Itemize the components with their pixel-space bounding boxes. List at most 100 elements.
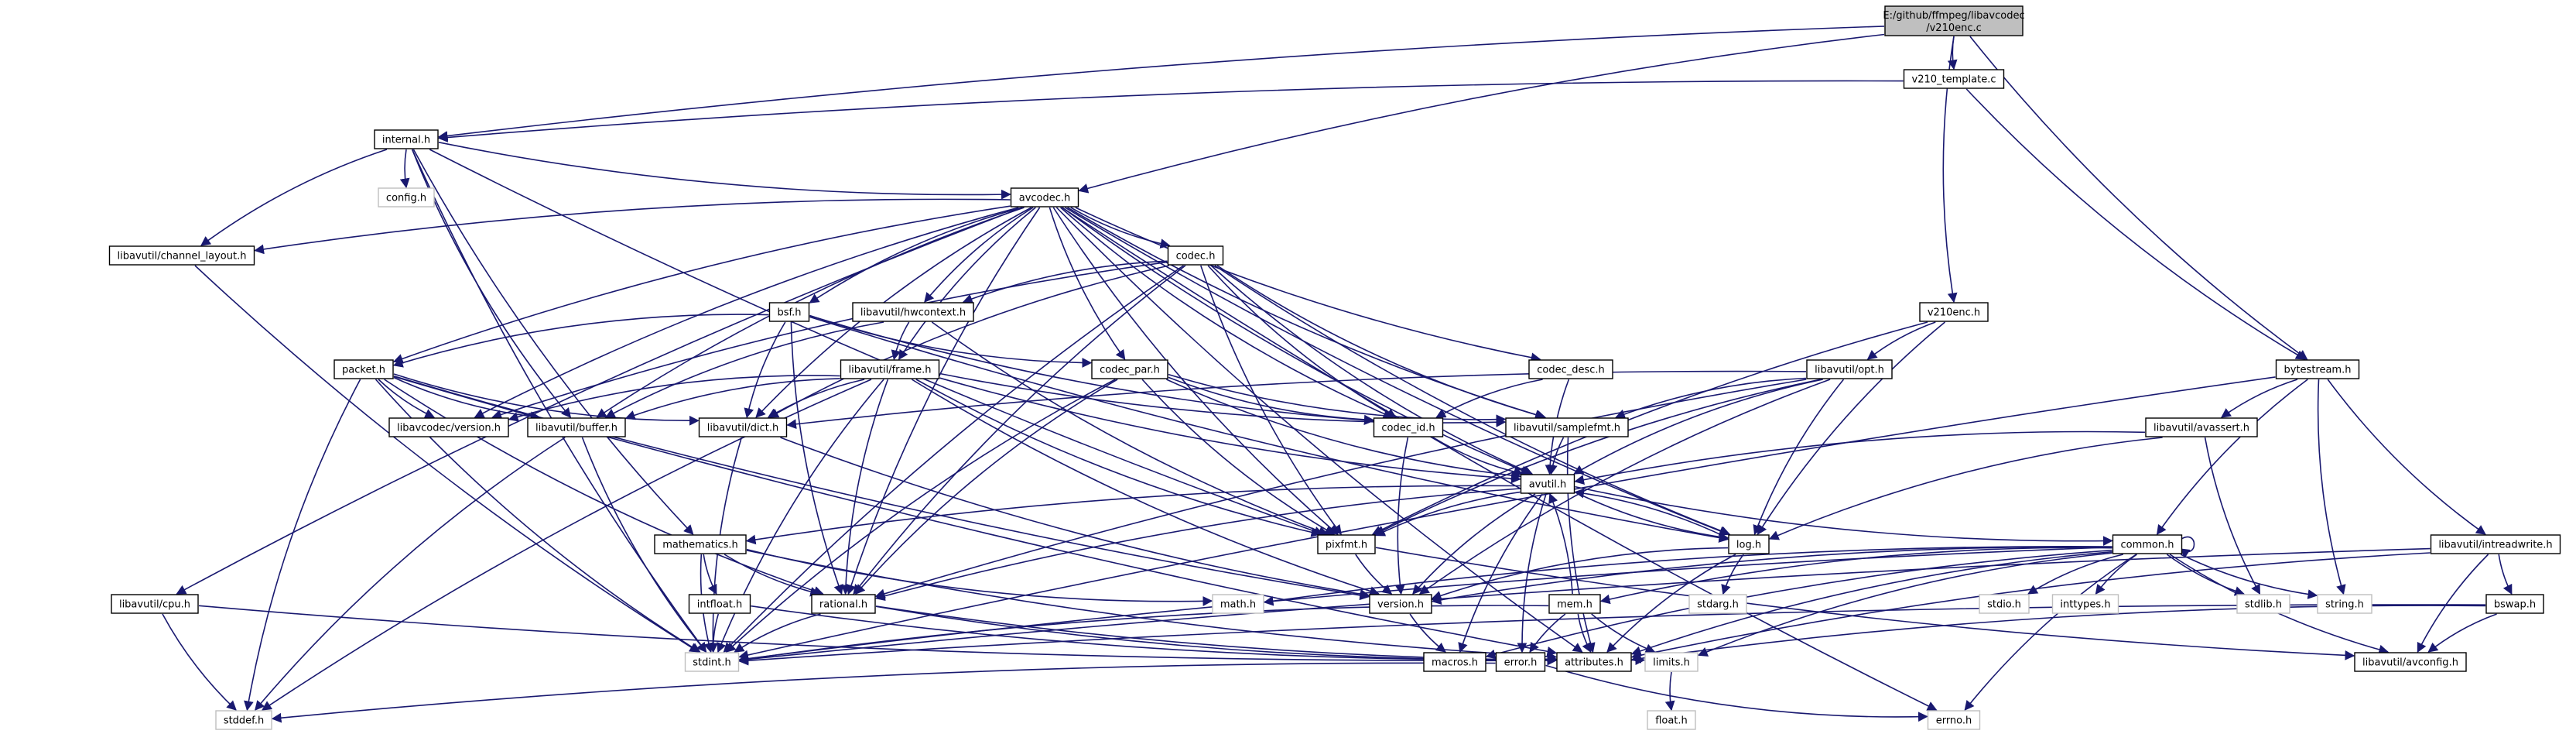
- edge-hwcontext-to-pixfmt: [931, 321, 1329, 536]
- node-stdint[interactable]: stdint.h: [684, 652, 740, 672]
- node-label: libavutil/intreadwrite.h: [2438, 540, 2552, 551]
- edge-frame-to-version: [911, 379, 1380, 596]
- edge-internal-to-config: [399, 149, 410, 189]
- node-label: v210_template.c: [1912, 74, 1996, 86]
- edge-internal-to-mathematics: [412, 149, 694, 535]
- node-stdarg[interactable]: stdarg.h: [1688, 594, 1747, 614]
- node-string[interactable]: string.h: [2317, 594, 2372, 614]
- node-packet[interactable]: packet.h: [334, 359, 394, 379]
- node-limits[interactable]: limits.h: [1644, 652, 1699, 672]
- node-internal[interactable]: internal.h: [374, 129, 439, 149]
- edge-avcodec-to-channel_layout: [254, 198, 1011, 255]
- node-version[interactable]: version.h: [1369, 594, 1432, 614]
- node-avcodec[interactable]: avcodec.h: [1010, 187, 1079, 208]
- node-macros[interactable]: macros.h: [1423, 652, 1486, 672]
- node-codec-desc[interactable]: codec_desc.h: [1528, 359, 1613, 379]
- node-stddef[interactable]: stddef.h: [215, 710, 272, 730]
- edge-intreadwrite-to-bswap: [2498, 554, 2513, 595]
- edge-avcodec-to-avutil: [1062, 207, 1531, 475]
- edge-bytestream-to-intreadwrite: [2327, 379, 2486, 535]
- edge-bsf-to-dict: [744, 321, 786, 419]
- node-avassert[interactable]: libavutil/avassert.h: [2145, 417, 2258, 437]
- node-avutil[interactable]: avutil.h: [1520, 474, 1575, 494]
- edge-avcodec-to-cpu: [176, 207, 1023, 595]
- edge-log-to-stdarg: [1721, 554, 1744, 595]
- edge-internal-to-channel_layout: [200, 149, 388, 246]
- edge-avutil-to-pixfmt: [1374, 491, 1521, 537]
- node-v210enc[interactable]: v210enc.h: [1919, 302, 1989, 322]
- node-mathematics[interactable]: mathematics.h: [654, 534, 747, 554]
- node-stdio[interactable]: stdio.h: [1979, 594, 2030, 614]
- node-lavc-version[interactable]: libavcodec/version.h: [388, 417, 509, 437]
- node-label: libavcodec/version.h: [397, 423, 501, 434]
- edge-bsf-to-codec_par: [809, 314, 1093, 368]
- node-codec-par[interactable]: codec_par.h: [1091, 359, 1168, 379]
- edge-packet-to-version: [393, 376, 1370, 601]
- edge-codec_id-to-version: [1394, 437, 1409, 595]
- node-hwcontext[interactable]: libavutil/hwcontext.h: [852, 302, 974, 322]
- node-label: math.h: [1220, 599, 1256, 611]
- node-codec[interactable]: codec.h: [1167, 245, 1224, 266]
- node-log[interactable]: log.h: [1728, 534, 1770, 554]
- node-label: inttypes.h: [2060, 599, 2110, 611]
- node-label: string.h: [2325, 599, 2364, 611]
- node-dict[interactable]: libavutil/dict.h: [698, 417, 788, 437]
- node-pixfmt[interactable]: pixfmt.h: [1317, 534, 1376, 554]
- edge-avassert-to-log: [1768, 437, 2163, 540]
- node-opt[interactable]: libavutil/opt.h: [1806, 359, 1893, 379]
- edge-packet-to-rational: [384, 379, 824, 596]
- edge-intfloat-to-stdint: [708, 613, 720, 653]
- node-label: bytestream.h: [2284, 365, 2352, 376]
- edge-avcodec-to-codec_par: [1049, 207, 1126, 361]
- node-cpu[interactable]: libavutil/cpu.h: [111, 594, 199, 614]
- node-attributes[interactable]: attributes.h: [1556, 652, 1632, 672]
- edge-common-to-string: [2180, 554, 2318, 599]
- node-channel-layout[interactable]: libavutil/channel_layout.h: [108, 245, 255, 266]
- node-label: libavutil/channel_layout.h: [118, 251, 247, 262]
- node-bswap[interactable]: bswap.h: [2485, 594, 2544, 614]
- edge-bytestream-to-stdint: [738, 376, 2276, 660]
- node-v210enc-c-root[interactable]: E:/github/ffmpeg/libavcodec /v210enc.c: [1883, 5, 2025, 36]
- node-buffer[interactable]: libavutil/buffer.h: [527, 417, 626, 437]
- node-math[interactable]: math.h: [1212, 594, 1264, 614]
- edge-bswap-to-stdint: [738, 604, 2486, 666]
- node-rational[interactable]: rational.h: [811, 594, 876, 614]
- node-mem[interactable]: mem.h: [1548, 594, 1601, 614]
- edge-root-to-bytestream: [1969, 36, 2308, 360]
- edge-codec-to-stdint: [723, 265, 1184, 653]
- node-errno[interactable]: errno.h: [1927, 710, 1981, 730]
- node-inttypes[interactable]: inttypes.h: [2051, 594, 2119, 614]
- edge-bswap-to-avconfig: [2427, 613, 2497, 653]
- node-intfloat[interactable]: intfloat.h: [688, 594, 751, 614]
- edge-internal-to-avcodec: [438, 142, 1011, 200]
- edge-opt-to-pixfmt: [1374, 379, 1821, 535]
- edge-codec_par-to-stdint: [725, 379, 1116, 653]
- edge-codec_id-to-avutil: [1432, 437, 1524, 477]
- node-label: codec_id.h: [1381, 423, 1435, 434]
- node-config[interactable]: config.h: [378, 187, 435, 208]
- edge-common-to-errno: [1964, 554, 2137, 711]
- edge-avcodec-to-packet: [392, 205, 1011, 364]
- edge-mathematics-to-rational: [724, 554, 821, 597]
- node-bsf[interactable]: bsf.h: [768, 302, 810, 322]
- edge-frame-to-avutil: [939, 377, 1521, 484]
- node-v210-template[interactable]: v210_template.c: [1903, 69, 2005, 89]
- node-avconfig[interactable]: libavutil/avconfig.h: [2354, 652, 2467, 672]
- edge-frame-to-rational: [840, 379, 889, 595]
- node-bytestream[interactable]: bytestream.h: [2275, 359, 2360, 379]
- node-stdlib[interactable]: stdlib.h: [2236, 594, 2290, 614]
- node-samplefmt[interactable]: libavutil/samplefmt.h: [1505, 417, 1629, 437]
- node-codec-id[interactable]: codec_id.h: [1373, 417, 1444, 437]
- edge-codec-to-avutil: [1210, 265, 1534, 475]
- node-label: avcodec.h: [1019, 193, 1071, 204]
- edge-avcodec-to-lavc_version: [474, 207, 1019, 418]
- edge-v210_template-to-bytestream: [1965, 88, 2306, 360]
- node-frame[interactable]: libavutil/frame.h: [840, 359, 940, 379]
- edge-packet-to-buffer: [393, 376, 541, 422]
- node-float[interactable]: float.h: [1647, 710, 1696, 730]
- node-common[interactable]: common.h: [2112, 534, 2183, 554]
- edge-codec_par-to-codec_id: [1168, 376, 1374, 425]
- node-intreadwrite[interactable]: libavutil/intreadwrite.h: [2430, 534, 2561, 554]
- node-label: stddef.h: [224, 715, 264, 727]
- node-error[interactable]: error.h: [1495, 652, 1546, 672]
